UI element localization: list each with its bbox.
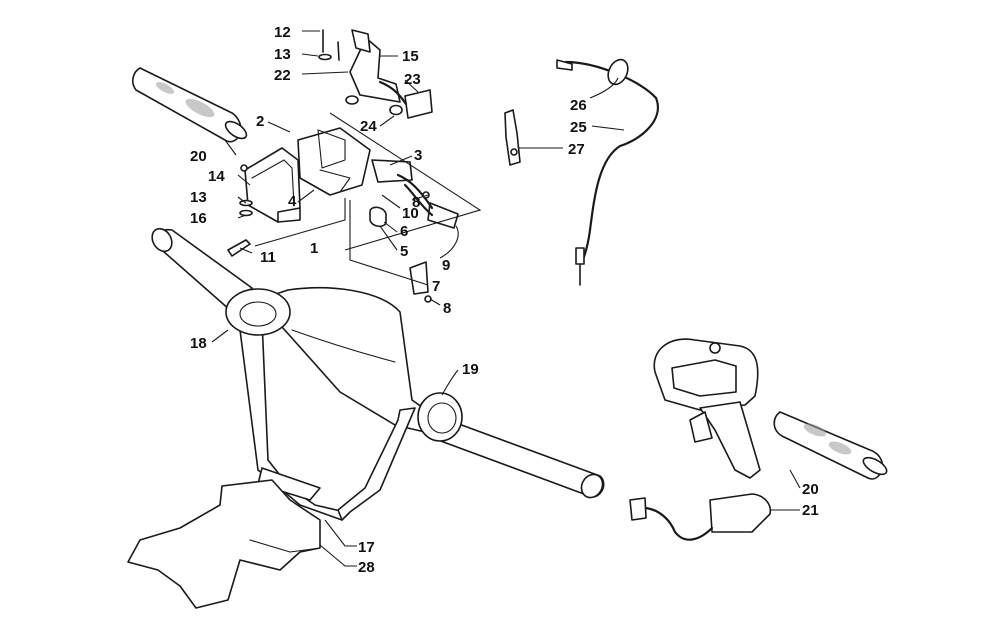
- grip-heater-element: [629, 493, 772, 541]
- callout-9: 9: [442, 257, 450, 274]
- callout-23: 23: [404, 71, 421, 88]
- callout-27: 27: [568, 141, 585, 158]
- right-hand-grip: [773, 411, 888, 480]
- callout-3: 3: [414, 147, 422, 164]
- callout-16: 16: [190, 210, 207, 227]
- callout-13: 13: [274, 46, 291, 63]
- callout-20-right: 20: [802, 481, 819, 498]
- throttle-lever-assembly: [318, 29, 433, 119]
- callout-24: 24: [360, 118, 377, 135]
- handlebar-pad-left: [225, 288, 291, 336]
- callout-14: 14: [208, 168, 225, 185]
- callout-19: 19: [462, 361, 479, 378]
- handlebar-pad-right: [417, 392, 463, 442]
- callout-8-lower: 8: [443, 300, 451, 317]
- callout-4: 4: [288, 193, 297, 210]
- left-hand-grip: [131, 67, 248, 143]
- callout-13-lower: 13: [190, 189, 207, 206]
- callout-21: 21: [802, 502, 819, 519]
- callout-7: 7: [432, 278, 440, 295]
- brake-lever-assembly: [653, 338, 761, 479]
- callout-26: 26: [570, 97, 587, 114]
- callout-8-upper: 8: [412, 194, 420, 211]
- callout-11: 11: [260, 249, 276, 266]
- callout-2: 2: [256, 113, 264, 130]
- throttle-cable: [556, 58, 659, 286]
- callout-28: 28: [358, 559, 375, 576]
- switch-housing-assembly: [227, 127, 459, 303]
- callout-1: 1: [310, 240, 318, 257]
- callout-20-left: 20: [190, 148, 207, 165]
- callout-18: 18: [190, 335, 207, 352]
- callout-12: 12: [274, 24, 291, 41]
- callout-6: 6: [400, 223, 408, 240]
- leader-lines: [211, 30, 801, 567]
- callout-22: 22: [274, 67, 291, 84]
- callout-17: 17: [358, 539, 375, 556]
- callout-25: 25: [570, 119, 587, 136]
- callout-5: 5: [400, 243, 408, 260]
- callout-labels: 12 13 22 15 23 24 2 20 14 13 16 4 1 11 3…: [190, 24, 819, 576]
- callout-10: 10: [402, 205, 419, 222]
- handlebar-cover: [127, 479, 321, 609]
- tool-key: [504, 109, 521, 166]
- callout-15: 15: [402, 48, 419, 65]
